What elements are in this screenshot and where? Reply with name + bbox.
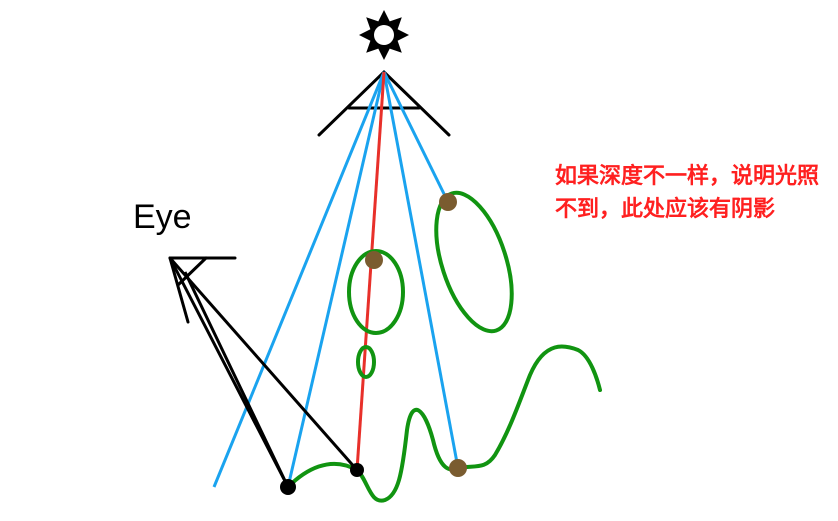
shadow-annotation: 如果深度不一样，说明光照不到，此处应该有阴影 <box>555 164 820 222</box>
eye-rays <box>168 257 359 488</box>
visible-point-shadowed <box>350 463 364 477</box>
shadow-ray <box>355 71 386 471</box>
eye-icon <box>168 256 237 324</box>
ground-curve <box>286 344 602 503</box>
small-ellipse <box>356 345 376 379</box>
hit-point-medium-ellipse <box>365 251 383 269</box>
light-frustum <box>317 70 451 137</box>
hit-point-ground-right <box>449 459 467 477</box>
eye-label: Eye <box>133 198 192 236</box>
medium-ellipse <box>347 249 405 335</box>
visible-point-left <box>280 479 296 495</box>
scene-surfaces <box>286 190 602 503</box>
large-ellipse <box>434 190 514 334</box>
sun-icon <box>359 10 409 60</box>
hit-points <box>280 193 467 495</box>
hit-point-large-ellipse <box>439 193 457 211</box>
light-rays <box>212 71 460 488</box>
